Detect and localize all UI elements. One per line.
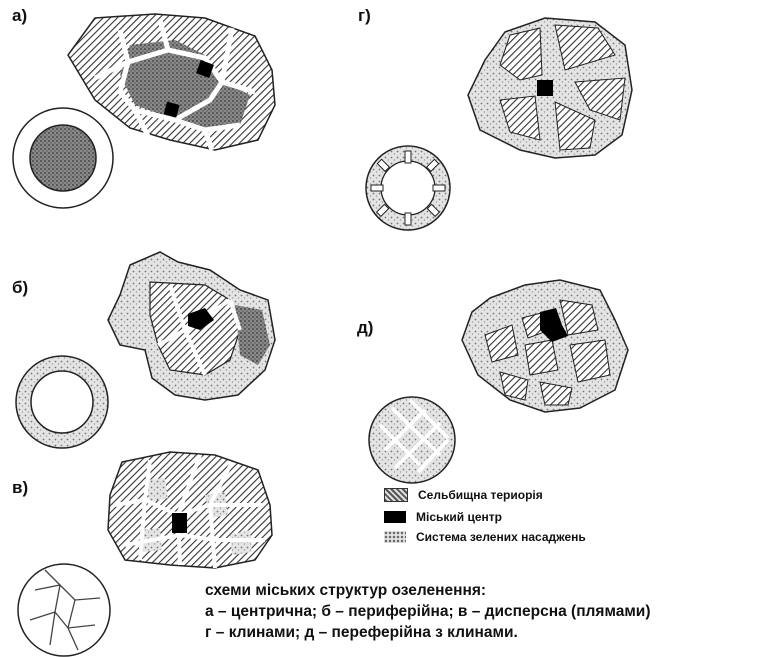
scheme-a-diagram <box>13 108 113 208</box>
green-swatch-icon <box>384 531 406 543</box>
scheme-g-diagram <box>366 146 450 230</box>
caption-line-3: г – клинами; д – переферійна з клинами. <box>205 622 765 643</box>
legend-center: Міський центр <box>384 510 502 524</box>
scheme-v-map <box>108 452 272 568</box>
scheme-d-diagram <box>369 397 455 483</box>
scheme-g-map <box>468 18 632 158</box>
legend-residential-label: Сельбищна териорія <box>418 488 543 502</box>
figure-caption: схеми міських структур озеленення: а – ц… <box>205 580 765 643</box>
scheme-d-map <box>462 280 628 412</box>
residential-swatch-icon <box>384 488 408 502</box>
caption-line-1: схеми міських структур озеленення: <box>205 580 765 601</box>
scheme-v-diagram <box>18 564 110 656</box>
center-swatch-icon <box>384 511 406 523</box>
scheme-b-diagram <box>16 356 108 448</box>
legend-green: Система зелених насаджень <box>384 530 586 544</box>
legend-residential: Сельбищна териорія <box>384 488 543 502</box>
caption-line-2: а – центрична; б – периферійна; в – дисп… <box>205 601 765 622</box>
scheme-b-map <box>108 252 275 400</box>
legend-green-label: Система зелених насаджень <box>416 530 586 544</box>
legend-center-label: Міський центр <box>416 510 502 524</box>
